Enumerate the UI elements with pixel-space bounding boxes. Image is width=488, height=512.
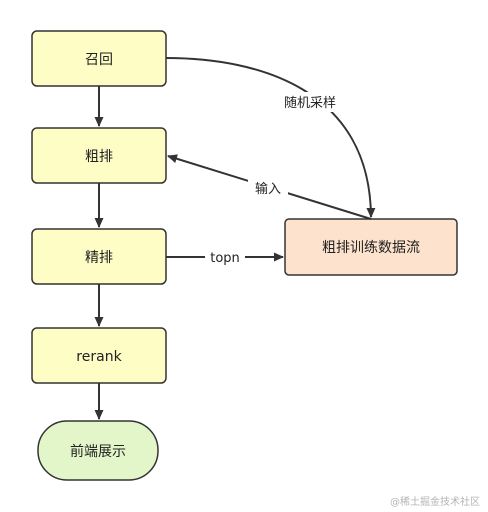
watermark: @稀土掘金技术社区 [390,497,480,508]
edge-label-topn: topn [210,251,240,266]
node-rerank: rerank [31,327,167,384]
edge-label-bg-random-sampling [271,92,349,112]
node-coarse-rank-label: 粗排 [85,149,113,165]
node-frontend-display: 前端展示 [37,420,159,481]
node-frontend-display-label: 前端展示 [70,443,126,460]
edge-label-input: 输入 [255,181,281,197]
node-fine-rank: 精排 [31,228,167,285]
node-rerank-label: rerank [76,349,122,365]
edge-label-bg-topn [205,248,245,266]
node-recall: 召回 [31,30,167,87]
node-coarse-rank: 粗排 [31,127,167,184]
node-coarse-training-stream-label: 粗排训练数据流 [322,240,420,256]
node-coarse-training-stream: 粗排训练数据流 [284,218,458,276]
edge-label-bg-input [248,178,288,198]
node-recall-label: 召回 [85,52,113,68]
edge-recall-to-training-stream [165,57,376,218]
edge-label-random-sampling: 随机采样 [284,96,336,111]
node-fine-rank-label: 精排 [85,250,113,266]
